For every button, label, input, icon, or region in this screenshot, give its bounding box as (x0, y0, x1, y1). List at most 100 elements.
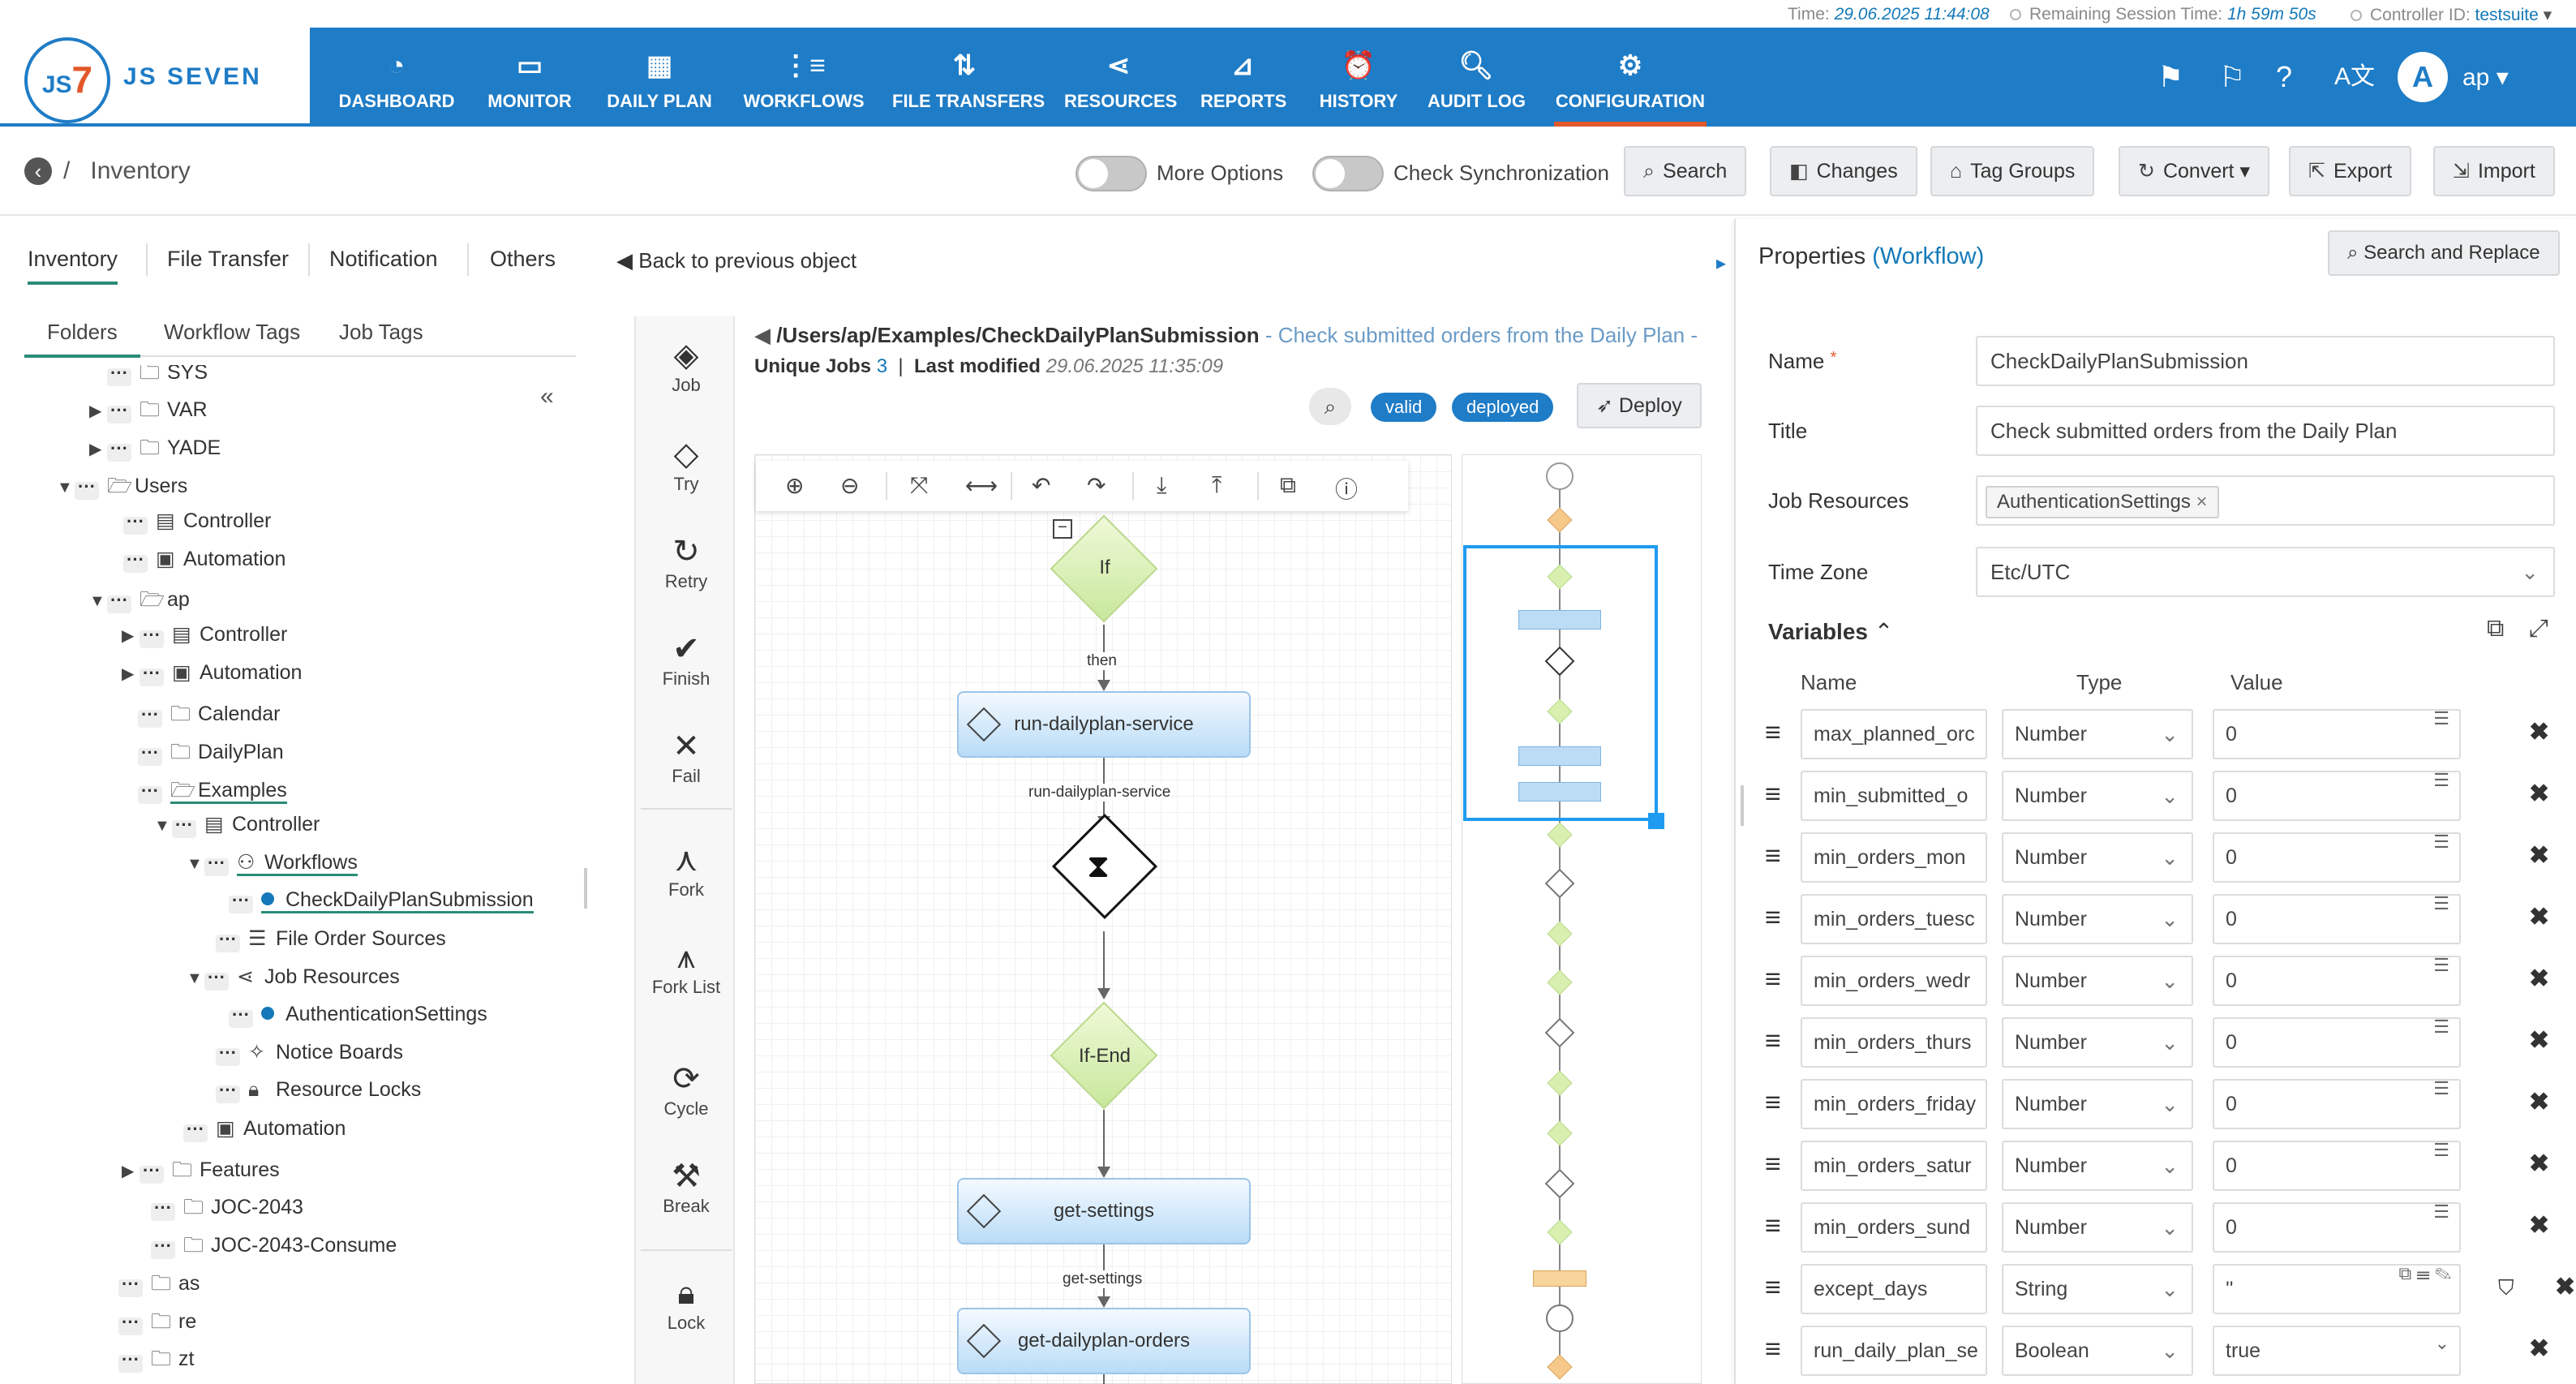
tree-item-re[interactable]: ···🗀re (118, 1306, 196, 1339)
caret-right-icon[interactable]: ▶ (122, 1163, 135, 1180)
tree-item-joc-2043-consume[interactable]: ···🗀JOC-2043-Consume (151, 1230, 397, 1262)
palette-fail[interactable]: ✕Fail (636, 727, 736, 787)
caret-right-icon[interactable]: ▶ (89, 402, 102, 420)
tab-workflow-tags[interactable]: Workflow Tags (164, 320, 301, 344)
nav-monitor[interactable]: ▭MONITOR (482, 28, 577, 127)
variable-type-select[interactable]: Number⌄ (2002, 771, 2193, 821)
help-icon[interactable]: ? (2276, 60, 2293, 93)
more-icon[interactable]: ··· (118, 1275, 143, 1297)
tab-folders[interactable]: Folders (24, 320, 140, 358)
value-tools-icon[interactable]: ⧉ ☰ ✎ (2398, 1263, 2451, 1283)
more-icon[interactable]: ··· (151, 1237, 175, 1259)
collapse-block-icon[interactable]: − (1053, 519, 1072, 539)
variable-name-field[interactable]: min_orders_tuesc (1801, 894, 1987, 944)
more-icon[interactable]: ··· (107, 440, 131, 462)
palette-cycle[interactable]: ⟳Cycle (636, 1059, 736, 1120)
tree-item-ap-automation[interactable]: ▶···▣Automation (122, 660, 302, 693)
more-icon[interactable]: ··· (123, 513, 148, 535)
drag-handle-icon[interactable]: ≡ (1765, 1210, 1781, 1241)
drag-handle-icon[interactable]: ≡ (1765, 717, 1781, 748)
circle-arrow-left-icon[interactable]: ◀ (754, 323, 771, 347)
remove-variable-icon[interactable]: ✖ (2529, 842, 2550, 869)
nav-reports[interactable]: ⊿REPORTS (1200, 28, 1286, 127)
undo-icon[interactable]: ↶ (1032, 473, 1051, 498)
variable-type-select[interactable]: Boolean⌄ (2002, 1326, 2193, 1376)
drag-handle-icon[interactable]: ≡ (1765, 902, 1781, 933)
caret-right-icon[interactable]: ▶ (89, 441, 102, 458)
workflow-minimap[interactable] (1462, 454, 1702, 1384)
tree-item-zt[interactable]: ···🗀zt (118, 1343, 194, 1376)
remove-variable-icon[interactable]: ✖ (2529, 965, 2550, 992)
variable-name-field[interactable]: min_orders_thurs (1801, 1017, 1987, 1068)
more-icon[interactable]: ··· (229, 1006, 253, 1028)
tree-item-checkdailyplansubmission[interactable]: ···CheckDailyPlanSubmission (229, 888, 534, 921)
expand-icon[interactable]: ⤢ (2529, 615, 2548, 642)
language-icon[interactable]: A文 (2334, 63, 2376, 90)
info-icon[interactable]: ⓘ (1335, 477, 1359, 502)
variable-type-select[interactable]: Number⌄ (2002, 832, 2193, 883)
tree-item-yade[interactable]: ▶···🗀YADE (89, 432, 221, 465)
tab-others[interactable]: Others (490, 247, 556, 271)
tree-item-job-resources[interactable]: ▼···⋖Job Resources (187, 965, 400, 997)
more-icon[interactable]: ··· (107, 591, 131, 613)
variable-value-field[interactable]: 0☰ (2213, 1140, 2461, 1191)
more-icon[interactable]: ··· (216, 931, 240, 952)
variable-value-field[interactable]: 0☰ (2213, 1201, 2461, 1253)
tree-item-calendar[interactable]: ···🗀Calendar (138, 698, 280, 731)
remove-variable-icon[interactable]: ✖ (2529, 780, 2550, 807)
minimap-viewport[interactable] (1463, 545, 1658, 821)
job-resource-chip[interactable]: AuthenticationSettings × (1986, 486, 2219, 518)
collapse-tree-icon[interactable]: « (540, 383, 554, 410)
workflow-search-icon[interactable]: ⌕ (1309, 388, 1351, 425)
copy-variables-icon[interactable]: ⧉ (2487, 615, 2505, 642)
list-icon[interactable]: ☰ (2433, 708, 2449, 729)
caret-down-icon[interactable]: ▼ (154, 817, 170, 835)
palette-fork-list[interactable]: ⩚Fork List (636, 938, 736, 998)
more-icon[interactable]: ··· (118, 1351, 143, 1373)
more-icon[interactable]: ··· (107, 402, 131, 423)
tree-item-users[interactable]: ▼···🗁Users (57, 471, 187, 503)
more-icon[interactable]: ··· (204, 969, 229, 991)
nav-workflows[interactable]: ⋮≡WORKFLOWS (743, 28, 865, 127)
job-node-get-settings[interactable]: get-settings (957, 1178, 1251, 1244)
variable-value-field[interactable]: 0☰ (2213, 955, 2461, 1006)
controller-id[interactable]: Controller ID: testsuite ▾ (2351, 5, 2552, 25)
name-field[interactable]: CheckDailyPlanSubmission (1976, 336, 2555, 386)
remove-variable-icon[interactable]: ✖ (2529, 1212, 2550, 1239)
tree-item-resource-locks[interactable]: ···🔒︎Resource Locks (216, 1078, 421, 1111)
more-icon[interactable]: ··· (138, 782, 162, 804)
variable-name-field[interactable]: min_orders_mon (1801, 832, 1987, 883)
remove-variable-icon[interactable]: ✖ (2529, 904, 2550, 931)
tree-item-ap-controller[interactable]: ▶···▤Controller (122, 622, 287, 655)
remove-variable-icon[interactable]: ✖ (2529, 1089, 2550, 1115)
tab-file-transfer[interactable]: File Transfer (167, 247, 290, 271)
title-field[interactable]: Check submitted orders from the Daily Pl… (1976, 406, 2555, 456)
job-resources-field[interactable]: AuthenticationSettings × (1976, 475, 2555, 526)
zoom-out-icon[interactable]: ⊖ (840, 473, 860, 498)
more-icon[interactable]: ··· (140, 1162, 164, 1184)
variable-name-field[interactable]: min_orders_friday (1801, 1079, 1987, 1129)
deploy-button[interactable]: ➶ Deploy (1577, 383, 1702, 428)
variable-value-field[interactable]: 0☰ (2213, 770, 2461, 821)
minimap-resize-handle[interactable] (1648, 813, 1664, 829)
job-node-get-dailyplan-orders[interactable]: get-dailyplan-orders (957, 1308, 1251, 1374)
more-icon[interactable]: ··· (229, 892, 253, 913)
remove-variable-icon[interactable]: ✖ (2529, 1335, 2550, 1362)
variable-name-field[interactable]: min_orders_sund (1801, 1202, 1987, 1253)
drag-handle-icon[interactable]: ≡ (1765, 779, 1781, 810)
tree-item-notice-boards[interactable]: ···✧Notice Boards (216, 1040, 403, 1072)
nav-dashboard[interactable]: ◔DASHBOARD (336, 28, 457, 127)
list-icon[interactable]: ☰ (2433, 1201, 2449, 1222)
tree-item-sys[interactable]: ···🗀SYS (89, 365, 208, 389)
more-icon[interactable]: ··· (151, 1199, 175, 1221)
more-icon[interactable]: ··· (183, 1120, 208, 1142)
variable-value-field[interactable]: 0☰ (2213, 1017, 2461, 1068)
nav-audit-log[interactable]: 🔍︎AUDIT LOG (1428, 28, 1526, 127)
more-icon[interactable]: ··· (123, 551, 148, 573)
list-icon[interactable]: ☰ (2433, 770, 2449, 790)
nav-daily-plan[interactable]: ▦DAILY PLAN (605, 28, 714, 127)
export-button[interactable]: ⇱Export (2289, 146, 2412, 196)
variable-value-field[interactable]: ''⧉ ☰ ✎ (2213, 1263, 2461, 1314)
drag-handle-icon[interactable]: ≡ (1765, 1025, 1781, 1056)
variables-header[interactable]: Variables ⌃ (1768, 619, 1894, 644)
